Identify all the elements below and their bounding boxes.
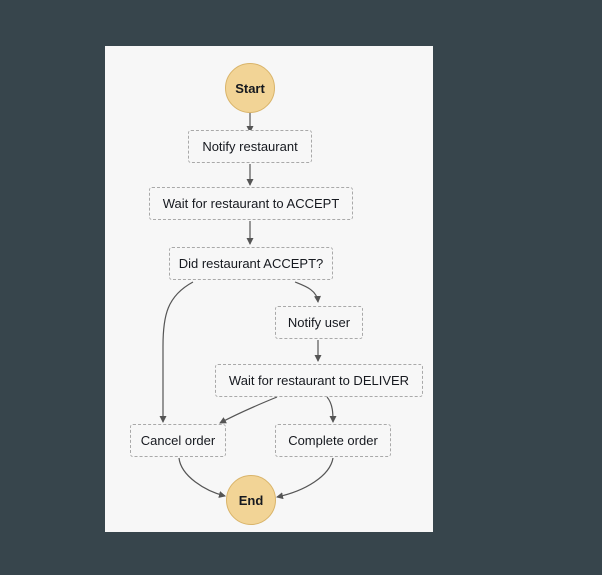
complete-order-node: Complete order — [275, 424, 391, 457]
edge-wait-deliver-cancel-order — [219, 396, 278, 424]
start-node: Start — [225, 63, 275, 113]
edge-complete-order-end — [276, 457, 334, 500]
cancel-order-node: Cancel order — [130, 424, 226, 457]
wait-deliver-label: Wait for restaurant to DELIVER — [228, 373, 410, 388]
notify-restaurant-node: Notify restaurant — [188, 130, 312, 163]
edge-cancel-order-end — [178, 457, 226, 498]
complete-order-label: Complete order — [288, 433, 378, 448]
did-accept-label: Did restaurant ACCEPT? — [178, 256, 324, 271]
start-node-label: Start — [235, 80, 265, 96]
edge-did-accept-cancel-order — [159, 281, 194, 423]
edge-did-accept-notify-user — [294, 281, 321, 303]
cancel-order-label: Cancel order — [140, 433, 216, 448]
wait-accept-label: Wait for restaurant to ACCEPT — [162, 196, 340, 211]
diagram-panel: Start Notify restaurant Wait for restaur… — [105, 46, 433, 532]
notify-restaurant-label: Notify restaurant — [202, 139, 298, 154]
flow-edges — [159, 113, 337, 500]
did-accept-node: Did restaurant ACCEPT? — [169, 247, 333, 280]
wait-deliver-node: Wait for restaurant to DELIVER — [215, 364, 423, 397]
edge-wait-deliver-complete-order — [326, 396, 337, 423]
notify-user-node: Notify user — [275, 306, 363, 339]
end-node-label: End — [238, 492, 264, 508]
end-node: End — [226, 475, 276, 525]
wait-accept-node: Wait for restaurant to ACCEPT — [149, 187, 353, 220]
notify-user-label: Notify user — [287, 315, 351, 330]
